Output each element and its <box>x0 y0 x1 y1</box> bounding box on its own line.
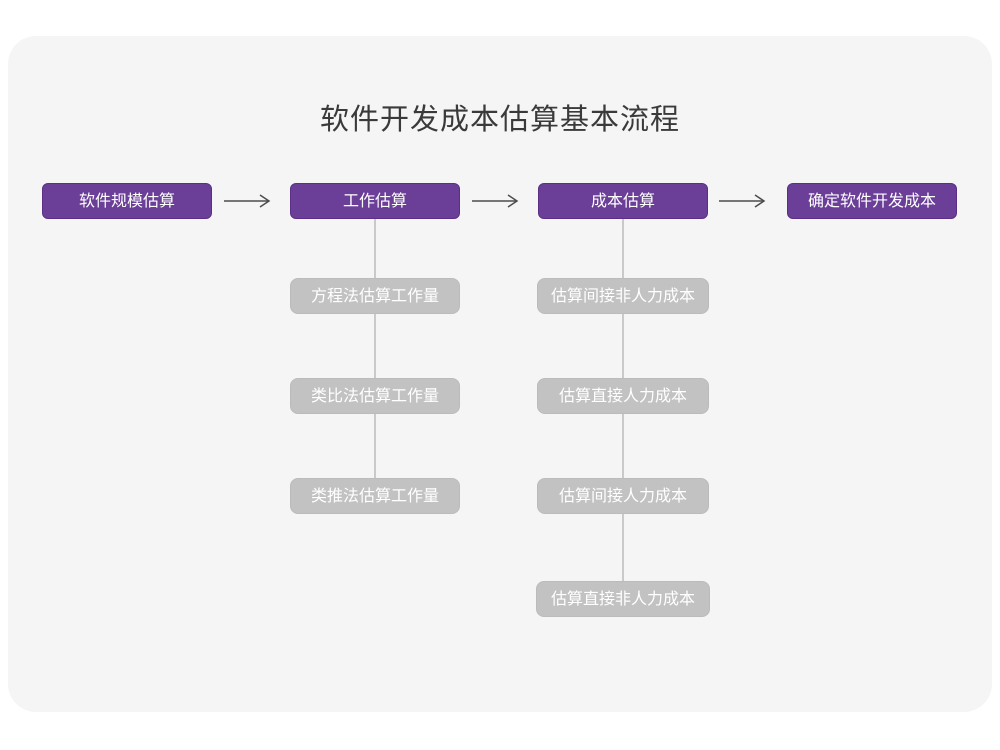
arrow-right-icon <box>224 194 271 208</box>
node-direct-nonlabor-cost[interactable]: 估算直接非人力成本 <box>536 581 710 617</box>
node-work-estimation[interactable]: 工作估算 <box>290 183 460 219</box>
diagram-canvas <box>8 36 992 712</box>
node-determine-development-cost[interactable]: 确定软件开发成本 <box>787 183 957 219</box>
arrow-right-icon <box>472 194 519 208</box>
node-equation-method-workload[interactable]: 方程法估算工作量 <box>290 278 460 314</box>
node-indirect-nonlabor-cost[interactable]: 估算间接非人力成本 <box>537 278 709 314</box>
arrow-right-icon <box>719 194 766 208</box>
node-analogy-method-workload[interactable]: 类推法估算工作量 <box>290 478 460 514</box>
node-software-scale-estimation[interactable]: 软件规模估算 <box>42 183 212 219</box>
node-direct-labor-cost[interactable]: 估算直接人力成本 <box>537 378 709 414</box>
node-comparison-method-workload[interactable]: 类比法估算工作量 <box>290 378 460 414</box>
connector-line-work-column <box>374 219 376 478</box>
node-indirect-labor-cost[interactable]: 估算间接人力成本 <box>537 478 709 514</box>
node-cost-estimation[interactable]: 成本估算 <box>538 183 708 219</box>
diagram-title: 软件开发成本估算基本流程 <box>319 104 680 136</box>
